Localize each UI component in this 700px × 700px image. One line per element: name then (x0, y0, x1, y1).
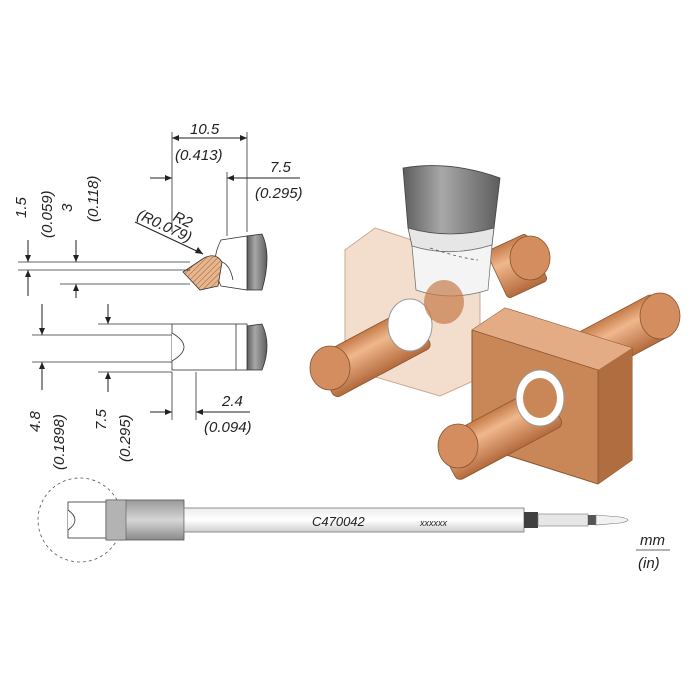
units-mm: mm (640, 532, 665, 549)
tip-top-view (182, 233, 268, 291)
depth-in: (0.094) (204, 419, 252, 436)
dim-height-b: 7.5 (0.295) (93, 304, 172, 462)
dim-depth: 2.4 (0.094) (150, 372, 252, 436)
width-right-mm: 7.5 (270, 159, 292, 176)
height-a-mm: 4.8 (27, 410, 44, 432)
gap-small-mm: 1.5 (13, 196, 30, 218)
tip-side-view (171, 323, 268, 371)
units-in: (in) (638, 555, 660, 572)
height-a-in: (0.1898) (51, 414, 68, 470)
gap-small-in: (0.059) (39, 190, 56, 238)
dim-gap-small: 1.5 (0.059) (13, 190, 190, 296)
component-illustration (309, 165, 681, 485)
width-right-in: (0.295) (255, 185, 303, 202)
units-legend: mm (in) (636, 532, 670, 572)
gap-mid-in: (0.118) (85, 176, 102, 222)
height-b-in: (0.295) (117, 414, 134, 462)
radius-mm: R2 (170, 208, 195, 232)
product-code: C470042 (312, 514, 366, 529)
width-top-mm: 10.5 (190, 121, 220, 138)
product-serial: xxxxxx (419, 518, 448, 528)
dim-width-right: 7.5 (0.295) (150, 159, 303, 236)
dim-width-top: 10.5 (0.413) (171, 121, 248, 232)
cartridge-full-view: C470042 xxxxxx (37, 477, 629, 563)
width-top-in: (0.413) (175, 147, 223, 164)
dim-gap-mid: 3 (0.118) (59, 176, 190, 298)
depth-mm: 2.4 (221, 393, 243, 410)
dim-height-a: 4.8 (0.1898) (27, 304, 172, 470)
dim-radius: R2 (R0.079) (134, 206, 204, 255)
height-b-mm: 7.5 (93, 408, 110, 430)
gap-mid-mm: 3 (59, 203, 76, 212)
